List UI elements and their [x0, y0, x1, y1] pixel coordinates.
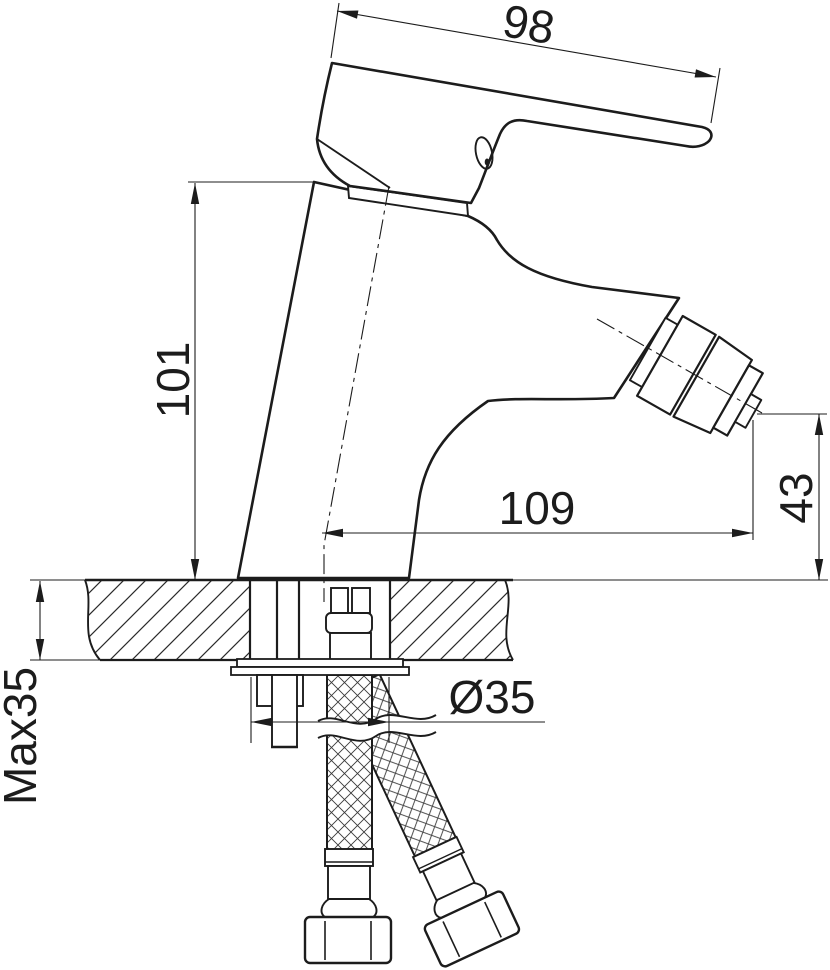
dimension-43-outlet-height: 43	[757, 413, 827, 580]
mounting-hole-parts	[275, 581, 373, 661]
aerator-end-cap	[712, 364, 764, 437]
flex-hose-vertical	[303, 674, 393, 965]
stud-threaded-tip	[271, 674, 298, 748]
hose-union-square-right	[351, 587, 371, 614]
hose-union-collar	[325, 612, 373, 634]
handle-outline	[315, 61, 713, 205]
hose-union-square-left	[330, 587, 349, 614]
dim43-arrow-bottom	[814, 559, 824, 580]
dim109-arrow-left	[322, 528, 343, 538]
faucet-body	[236, 180, 681, 580]
dimension-101-body-height: 101	[147, 181, 316, 580]
faucet-handle	[315, 61, 713, 205]
hose-hex-nut-diagonal	[423, 890, 521, 968]
hose-break-wave-upper	[317, 714, 437, 725]
handle-hub-crease	[316, 138, 391, 189]
dim35-arrow-right	[368, 717, 389, 727]
dim101-arrow-bottom	[190, 559, 200, 580]
aerator-ring-2	[672, 335, 753, 435]
hose-union-tube	[329, 632, 372, 661]
hose-flare-vertical	[320, 898, 378, 918]
dim43-arrow-top	[814, 414, 824, 435]
dim101-arrow-top	[190, 183, 200, 204]
dim43-label: 43	[770, 472, 822, 523]
dimmax-arrow-top	[35, 581, 45, 602]
dim109-label: 109	[499, 482, 576, 534]
countertop-break-edge-left	[84, 579, 101, 661]
dim109-arrow-right	[732, 528, 753, 538]
hose-braid-vertical	[326, 674, 373, 851]
dim35-label: Ø35	[449, 671, 536, 723]
countertop-slab-left	[85, 580, 250, 660]
dim98-extension-left	[330, 2, 340, 59]
flange-plate-lower	[230, 666, 410, 676]
countertop-break-edge-right	[504, 579, 514, 661]
handle-screw-cap	[474, 136, 494, 170]
dim101-label: 101	[147, 342, 199, 419]
hex-nut-facet-1-diagonal	[442, 921, 461, 958]
hose-tube-vertical	[327, 865, 371, 901]
dim98-label: 98	[499, 0, 558, 54]
dimension-35-hole-diameter: Ø35	[250, 671, 545, 743]
flange-plate-upper	[236, 658, 404, 668]
dimmax-arrow-bottom	[35, 639, 45, 660]
hose-crimp-line-diagonal	[418, 847, 463, 870]
dimmax-label: Max35	[0, 667, 46, 805]
handle-screw-dot	[484, 158, 490, 166]
body-outline	[236, 180, 681, 580]
dimension-109-spout-reach: 109	[322, 420, 754, 540]
dim98-extension-right	[710, 67, 721, 124]
body-centerline	[323, 185, 390, 602]
hose-crimp-vertical	[324, 848, 374, 867]
hex-nut-facet-2-diagonal	[484, 901, 502, 938]
mounting-flange-assembly	[230, 658, 410, 749]
countertop-cross-section	[30, 578, 828, 662]
aerator-assembly	[628, 314, 764, 437]
dimension-max35-deck-thickness: Max35	[0, 581, 46, 805]
dim98-arrow-left	[337, 10, 359, 19]
aerator-outlet-tab	[734, 393, 763, 429]
dim35-arrow-left	[251, 717, 272, 727]
dim98-line	[336, 10, 717, 78]
aerator-ring-1	[636, 314, 717, 416]
dim98-arrow-right	[694, 69, 716, 78]
dimension-98-handle-length: 98	[330, 0, 721, 124]
countertop-slab-right	[390, 580, 513, 660]
spout-centerline	[596, 318, 763, 414]
hose-hex-nut-vertical	[303, 915, 393, 965]
hose-break-wave-lower	[317, 731, 437, 742]
